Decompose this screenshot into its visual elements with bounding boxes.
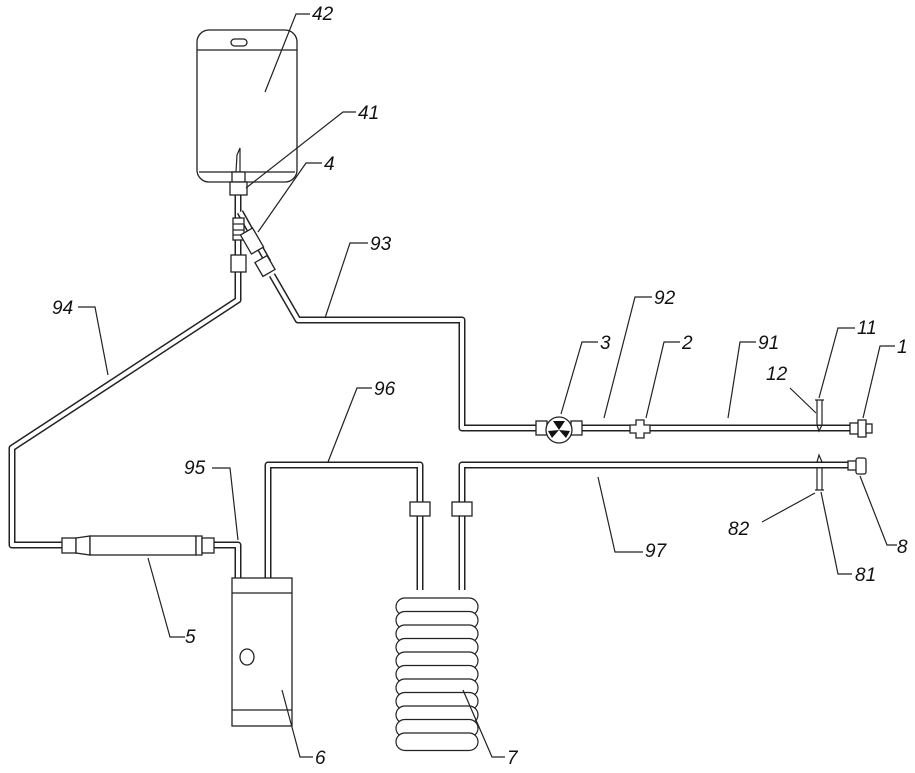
pump <box>536 417 582 443</box>
label-1: 1 <box>897 338 908 357</box>
clip-left <box>410 502 430 516</box>
label-11: 11 <box>857 319 877 338</box>
clip-right <box>452 502 472 516</box>
label-5: 5 <box>185 628 196 647</box>
outlet-connector <box>848 458 866 474</box>
label-82: 82 <box>728 520 749 539</box>
chamber <box>232 578 292 726</box>
label-12: 12 <box>766 365 787 384</box>
label-91: 91 <box>758 334 779 353</box>
filter <box>62 536 214 555</box>
coil <box>396 598 478 751</box>
tube-94 <box>12 272 238 545</box>
label-97: 97 <box>645 542 666 561</box>
label-42: 42 <box>312 5 333 24</box>
label-96: 96 <box>374 380 395 399</box>
cross-connector <box>630 420 650 438</box>
label-6: 6 <box>315 749 326 768</box>
tube-95 <box>214 545 238 580</box>
label-7: 7 <box>507 749 518 768</box>
label-8: 8 <box>897 538 908 557</box>
valve-bottom <box>815 455 824 490</box>
label-4: 4 <box>324 155 335 174</box>
tube-97 <box>462 465 855 590</box>
label-41: 41 <box>358 104 379 123</box>
inlet-connector <box>850 420 872 437</box>
label-95: 95 <box>184 459 205 478</box>
coil-turn <box>396 733 478 751</box>
label-3: 3 <box>600 334 611 353</box>
label-81: 81 <box>855 566 876 585</box>
label-92: 92 <box>654 289 675 308</box>
bag-connector <box>230 172 247 195</box>
label-2: 2 <box>682 334 693 353</box>
label-94: 94 <box>52 299 73 318</box>
label-93: 93 <box>370 235 391 254</box>
